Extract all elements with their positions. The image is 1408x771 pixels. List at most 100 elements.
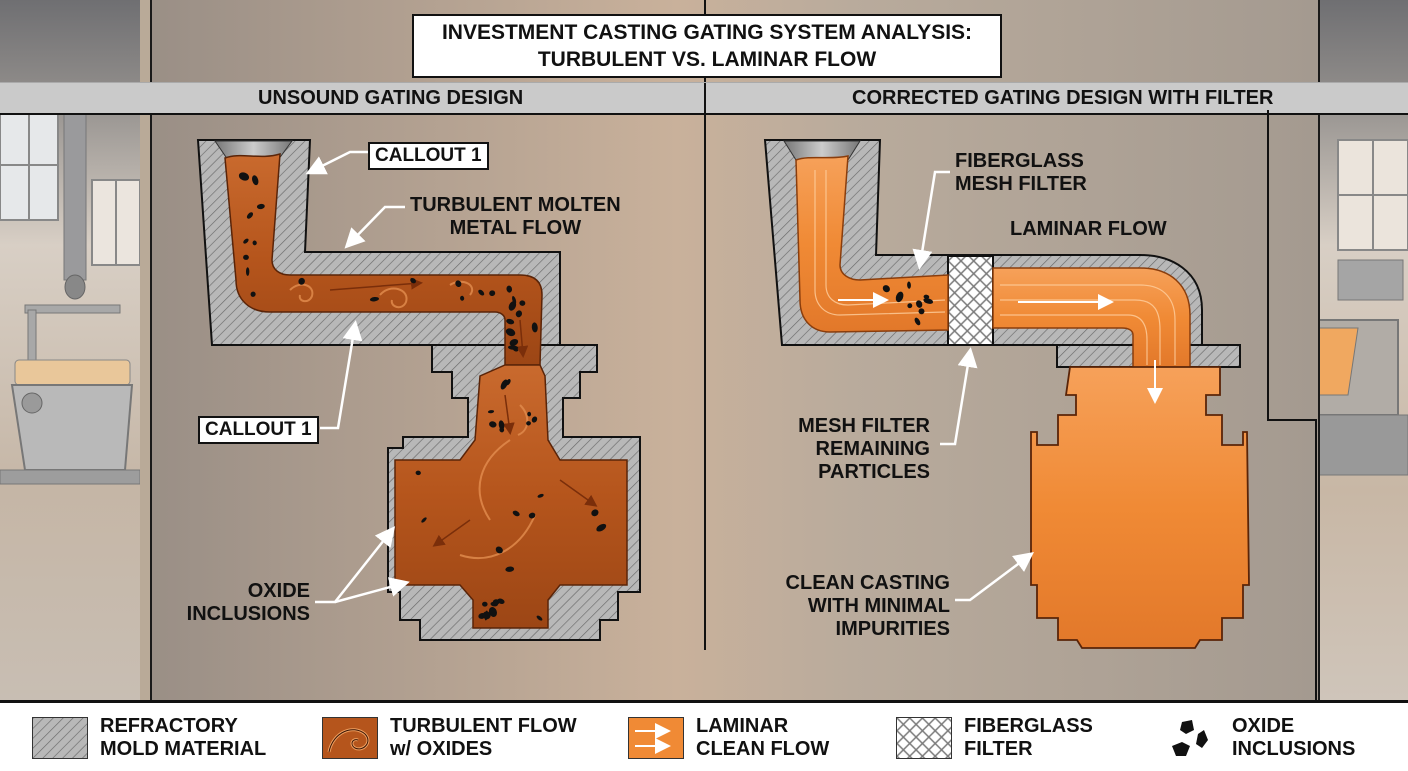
remaining-line-1: MESH FILTER xyxy=(798,415,930,437)
oxide-particle xyxy=(243,254,249,260)
oxide-particle xyxy=(895,291,904,303)
clean-line-1: CLEAN CASTING xyxy=(785,572,950,594)
clean-line-3: IMPURITIES xyxy=(835,618,950,640)
oxide-particle xyxy=(591,509,599,517)
oxide-inclusions-label: OXIDE INCLUSIONS xyxy=(184,580,310,626)
fiberglass-mesh-filter xyxy=(947,255,994,346)
oxide-label-line-1: OXIDE xyxy=(247,580,310,602)
legend-refractory-line-2: MOLD MATERIAL xyxy=(100,738,267,760)
oxide-particle xyxy=(455,280,462,288)
oxide-particle xyxy=(369,296,380,302)
oxide-label-line-2: INCLUSIONS xyxy=(186,603,310,625)
turbulent-label-line-2: METAL FLOW xyxy=(449,217,582,239)
legend-turbulent-line-1: TURBULENT FLOW xyxy=(390,715,577,737)
oxide-particle xyxy=(482,611,491,620)
oxide-particle xyxy=(907,303,913,309)
oxide-particle xyxy=(882,285,890,293)
fiberglass-filter-label: FIBERGLASS MESH FILTER xyxy=(955,150,1087,196)
turbulent-swirl-icon xyxy=(322,717,378,759)
clean-casting-label: CLEAN CASTING WITH MINIMAL IMPURITIES xyxy=(770,572,950,641)
callout-1-top: CALLOUT 1 xyxy=(368,142,489,170)
oxide-particle xyxy=(298,277,305,285)
oxide-particle xyxy=(410,277,416,284)
oxide-particle xyxy=(596,523,607,532)
page-title: INVESTMENT CASTING GATING SYSTEM ANALYSI… xyxy=(412,14,1002,78)
foundry-background-left xyxy=(0,0,140,700)
oxide-particle xyxy=(505,379,511,386)
oxide-particle xyxy=(495,546,503,554)
oxide-particle xyxy=(512,510,520,517)
oxide-inclusions xyxy=(238,172,607,621)
oxide-particle xyxy=(513,348,519,352)
oxide-particle xyxy=(537,493,544,498)
oxide-particle xyxy=(914,317,921,326)
oxide-particle xyxy=(497,598,505,604)
foundry-ladle-illustration xyxy=(0,109,140,485)
oxide-particles-icon xyxy=(1172,720,1208,756)
oxide-particle xyxy=(907,281,911,289)
turbulent-label-line-1: TURBULENT MOLTEN xyxy=(410,194,621,216)
oxide-particle xyxy=(460,295,465,301)
oxide-particle xyxy=(489,290,496,297)
oxide-particle xyxy=(923,298,934,304)
legend-laminar-line-1: LAMINAR xyxy=(696,715,789,737)
oxide-particle xyxy=(916,300,923,308)
oxide-particle xyxy=(506,285,513,293)
legend-turbulent-line-2: w/ OXIDES xyxy=(390,738,493,760)
oxide-particle xyxy=(527,411,532,417)
oxide-particle xyxy=(500,379,508,390)
oxide-particle xyxy=(256,203,265,210)
oxide-particle xyxy=(923,294,930,299)
oxide-particle xyxy=(512,296,517,305)
oxide-particle xyxy=(531,416,538,423)
oxide-particle xyxy=(515,310,523,318)
title-line-2: TURBULENT VS. LAMINAR FLOW xyxy=(537,48,877,71)
oxide-particle xyxy=(250,291,256,297)
oxide-particle xyxy=(536,615,543,621)
oxide-particle xyxy=(531,322,538,333)
laminar-flow-label: LAMINAR FLOW xyxy=(1010,218,1167,240)
clean-line-2: WITH MINIMAL xyxy=(807,595,950,617)
remaining-particles-label: MESH FILTER REMAINING PARTICLES xyxy=(780,415,930,484)
oxide-particle xyxy=(526,421,531,426)
remaining-line-3: PARTICLES xyxy=(818,461,930,483)
oxide-particle xyxy=(489,421,497,428)
oxide-particle xyxy=(238,172,250,181)
right-leader-lines xyxy=(912,170,1034,602)
oxide-particle xyxy=(421,517,427,523)
left-leader-lines xyxy=(305,150,410,604)
oxide-particle xyxy=(488,607,497,617)
oxide-particle xyxy=(499,427,505,433)
legend-laminar-line-2: CLEAN FLOW xyxy=(696,738,830,760)
gating-diagram xyxy=(196,110,1317,700)
filter-label-line-1: FIBERGLASS xyxy=(955,150,1084,172)
oxide-particle xyxy=(243,238,249,244)
legend-oxide-line-2: INCLUSIONS xyxy=(1232,738,1356,760)
laminar-arrows-icon xyxy=(628,717,684,759)
callout-1-bottom: CALLOUT 1 xyxy=(198,416,319,444)
mesh-filter-icon xyxy=(896,717,952,759)
trapped-oxide-particles xyxy=(882,281,934,326)
band-divider xyxy=(704,83,706,113)
oxide-particle xyxy=(519,300,526,306)
legend-filter-line-2: FILTER xyxy=(964,738,1033,760)
title-line-1: INVESTMENT CASTING GATING SYSTEM ANALYSI… xyxy=(441,21,973,44)
oxide-particle xyxy=(509,339,519,346)
legend-refractory-line-1: REFRACTORY xyxy=(100,715,238,737)
section-header-band: UNSOUND GATING DESIGN CORRECTED GATING D… xyxy=(0,82,1408,115)
section-title-corrected: CORRECTED GATING DESIGN WITH FILTER xyxy=(852,87,1274,109)
refractory-hatch-icon xyxy=(32,717,88,759)
oxide-particle xyxy=(415,470,421,476)
legend-oxide-line-1: OXIDE xyxy=(1232,715,1295,737)
oxide-particle xyxy=(528,512,536,519)
panel-frame-right xyxy=(1267,110,1317,700)
oxide-particle xyxy=(505,566,515,572)
oxide-particle xyxy=(246,212,254,219)
filter-label-line-2: MESH FILTER xyxy=(955,173,1087,195)
oxide-particle xyxy=(487,410,495,414)
